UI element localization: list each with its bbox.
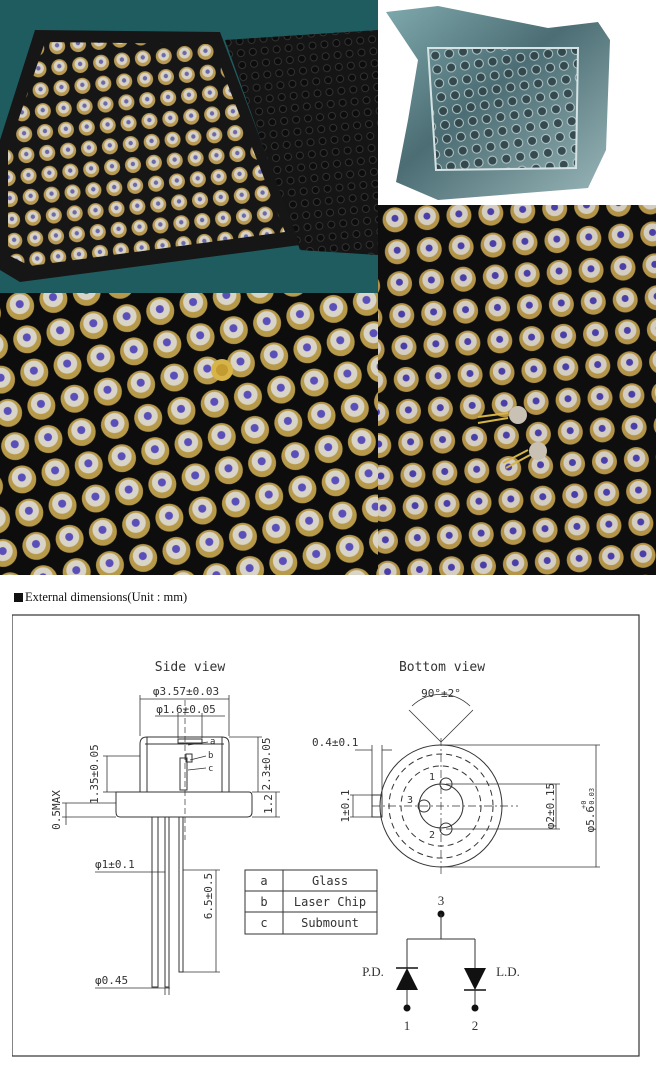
- dim-height-2-3: 2.3±0.05: [260, 738, 273, 791]
- dim-cap-diameter: φ3.57±0.03: [153, 685, 219, 698]
- legend-key-c: c: [260, 916, 267, 930]
- diode-closeup-photo: [0, 293, 378, 575]
- legend-label-submount: Submount: [301, 916, 359, 930]
- dim-angle: 90°±2°: [421, 687, 461, 700]
- legend-key-a: a: [260, 874, 267, 888]
- dim-height-1-35: 1.35±0.05: [88, 744, 101, 804]
- dim-notch-1: 1±0.1: [339, 789, 352, 822]
- circuit-ld-label: L.D.: [496, 964, 520, 979]
- pin-label-1: 1: [429, 772, 435, 783]
- callout-a: a: [210, 737, 215, 747]
- pin-label-2: 2: [429, 830, 435, 841]
- dim-flange-1-2: 1.2: [262, 794, 275, 814]
- dim-flange-diameter: φ5.6: [584, 806, 597, 833]
- tray-photo: [0, 0, 378, 293]
- bottom-view-title: Bottom view: [399, 660, 485, 675]
- pin-1-dot: [403, 1004, 411, 1012]
- square-bullet-icon: [14, 593, 23, 602]
- circuit-pin-3-label: 3: [438, 893, 445, 908]
- bottom-view-outline: [371, 738, 518, 875]
- pin-circuit-schematic: [396, 910, 486, 1012]
- callout-b: b: [208, 751, 213, 761]
- dim-pin-circle: φ2±0.15: [544, 783, 557, 829]
- photodiode-icon: [396, 968, 418, 990]
- dim-notch-0-4: 0.4±0.1: [312, 736, 358, 749]
- circuit-pd-label: P.D.: [362, 964, 384, 979]
- side-view-title: Side view: [155, 660, 226, 675]
- legend-label-glass: Glass: [312, 874, 348, 888]
- dim-tolerance-plus: +0: [580, 801, 588, 809]
- dim-max-0-5: 0.5MAX: [50, 790, 63, 830]
- dim-lead-diameter: φ1±0.1: [95, 858, 135, 871]
- side-view-outline: [115, 700, 253, 988]
- bottom-view-dimensions: [350, 693, 600, 868]
- pin-label-3: 3: [407, 795, 413, 806]
- dimension-drawing: Side view Bottom view: [11, 614, 640, 1062]
- laser-diode-icon: [464, 968, 486, 990]
- heading-text: External dimensions(Unit : mm): [25, 590, 188, 604]
- callout-c: c: [208, 764, 213, 774]
- dimensions-heading: External dimensions(Unit : mm): [14, 590, 187, 605]
- pin-2-dot: [471, 1004, 479, 1012]
- circuit-pin-1-label: 1: [404, 1018, 411, 1033]
- dim-window-diameter: φ1.6±0.05: [156, 703, 216, 716]
- circuit-pin-2-label: 2: [472, 1018, 479, 1033]
- drawing-frame: [11, 614, 640, 1057]
- legend-key-b: b: [260, 895, 267, 909]
- packaging-bag-photo: [378, 0, 656, 205]
- dim-lead-length: 6.5±0.5: [202, 873, 215, 919]
- dim-tolerance-minus: -0.03: [588, 788, 596, 809]
- legend-label-laser-chip: Laser Chip: [294, 895, 366, 909]
- diode-leads-photo: [378, 205, 656, 575]
- legend-table: [244, 869, 378, 935]
- side-view-dimensions: [62, 695, 280, 995]
- dim-lead-0-45: φ0.45: [95, 974, 128, 987]
